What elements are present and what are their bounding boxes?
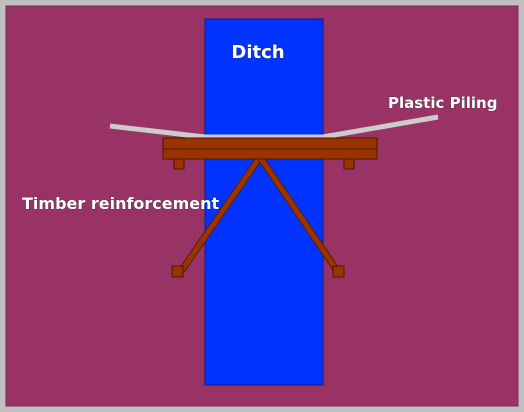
timber-block-beam-right <box>343 158 355 170</box>
timber-strut-left-fill <box>179 154 263 273</box>
timber-beam-top <box>162 137 378 150</box>
timber-foot-left <box>171 265 184 278</box>
timber-beam-bottom <box>162 148 378 160</box>
ditch-channel <box>204 18 324 386</box>
ditch-label: Ditch <box>231 42 284 63</box>
timber-reinforcement-label: Timber reinforcement <box>22 194 220 213</box>
plastic-piling-label: Plastic Piling <box>388 94 497 112</box>
timber-block-beam-left <box>173 158 185 170</box>
plastic-piling <box>109 114 439 140</box>
timber-foot-right <box>332 265 345 278</box>
timber-strut-right-fill <box>257 154 339 272</box>
